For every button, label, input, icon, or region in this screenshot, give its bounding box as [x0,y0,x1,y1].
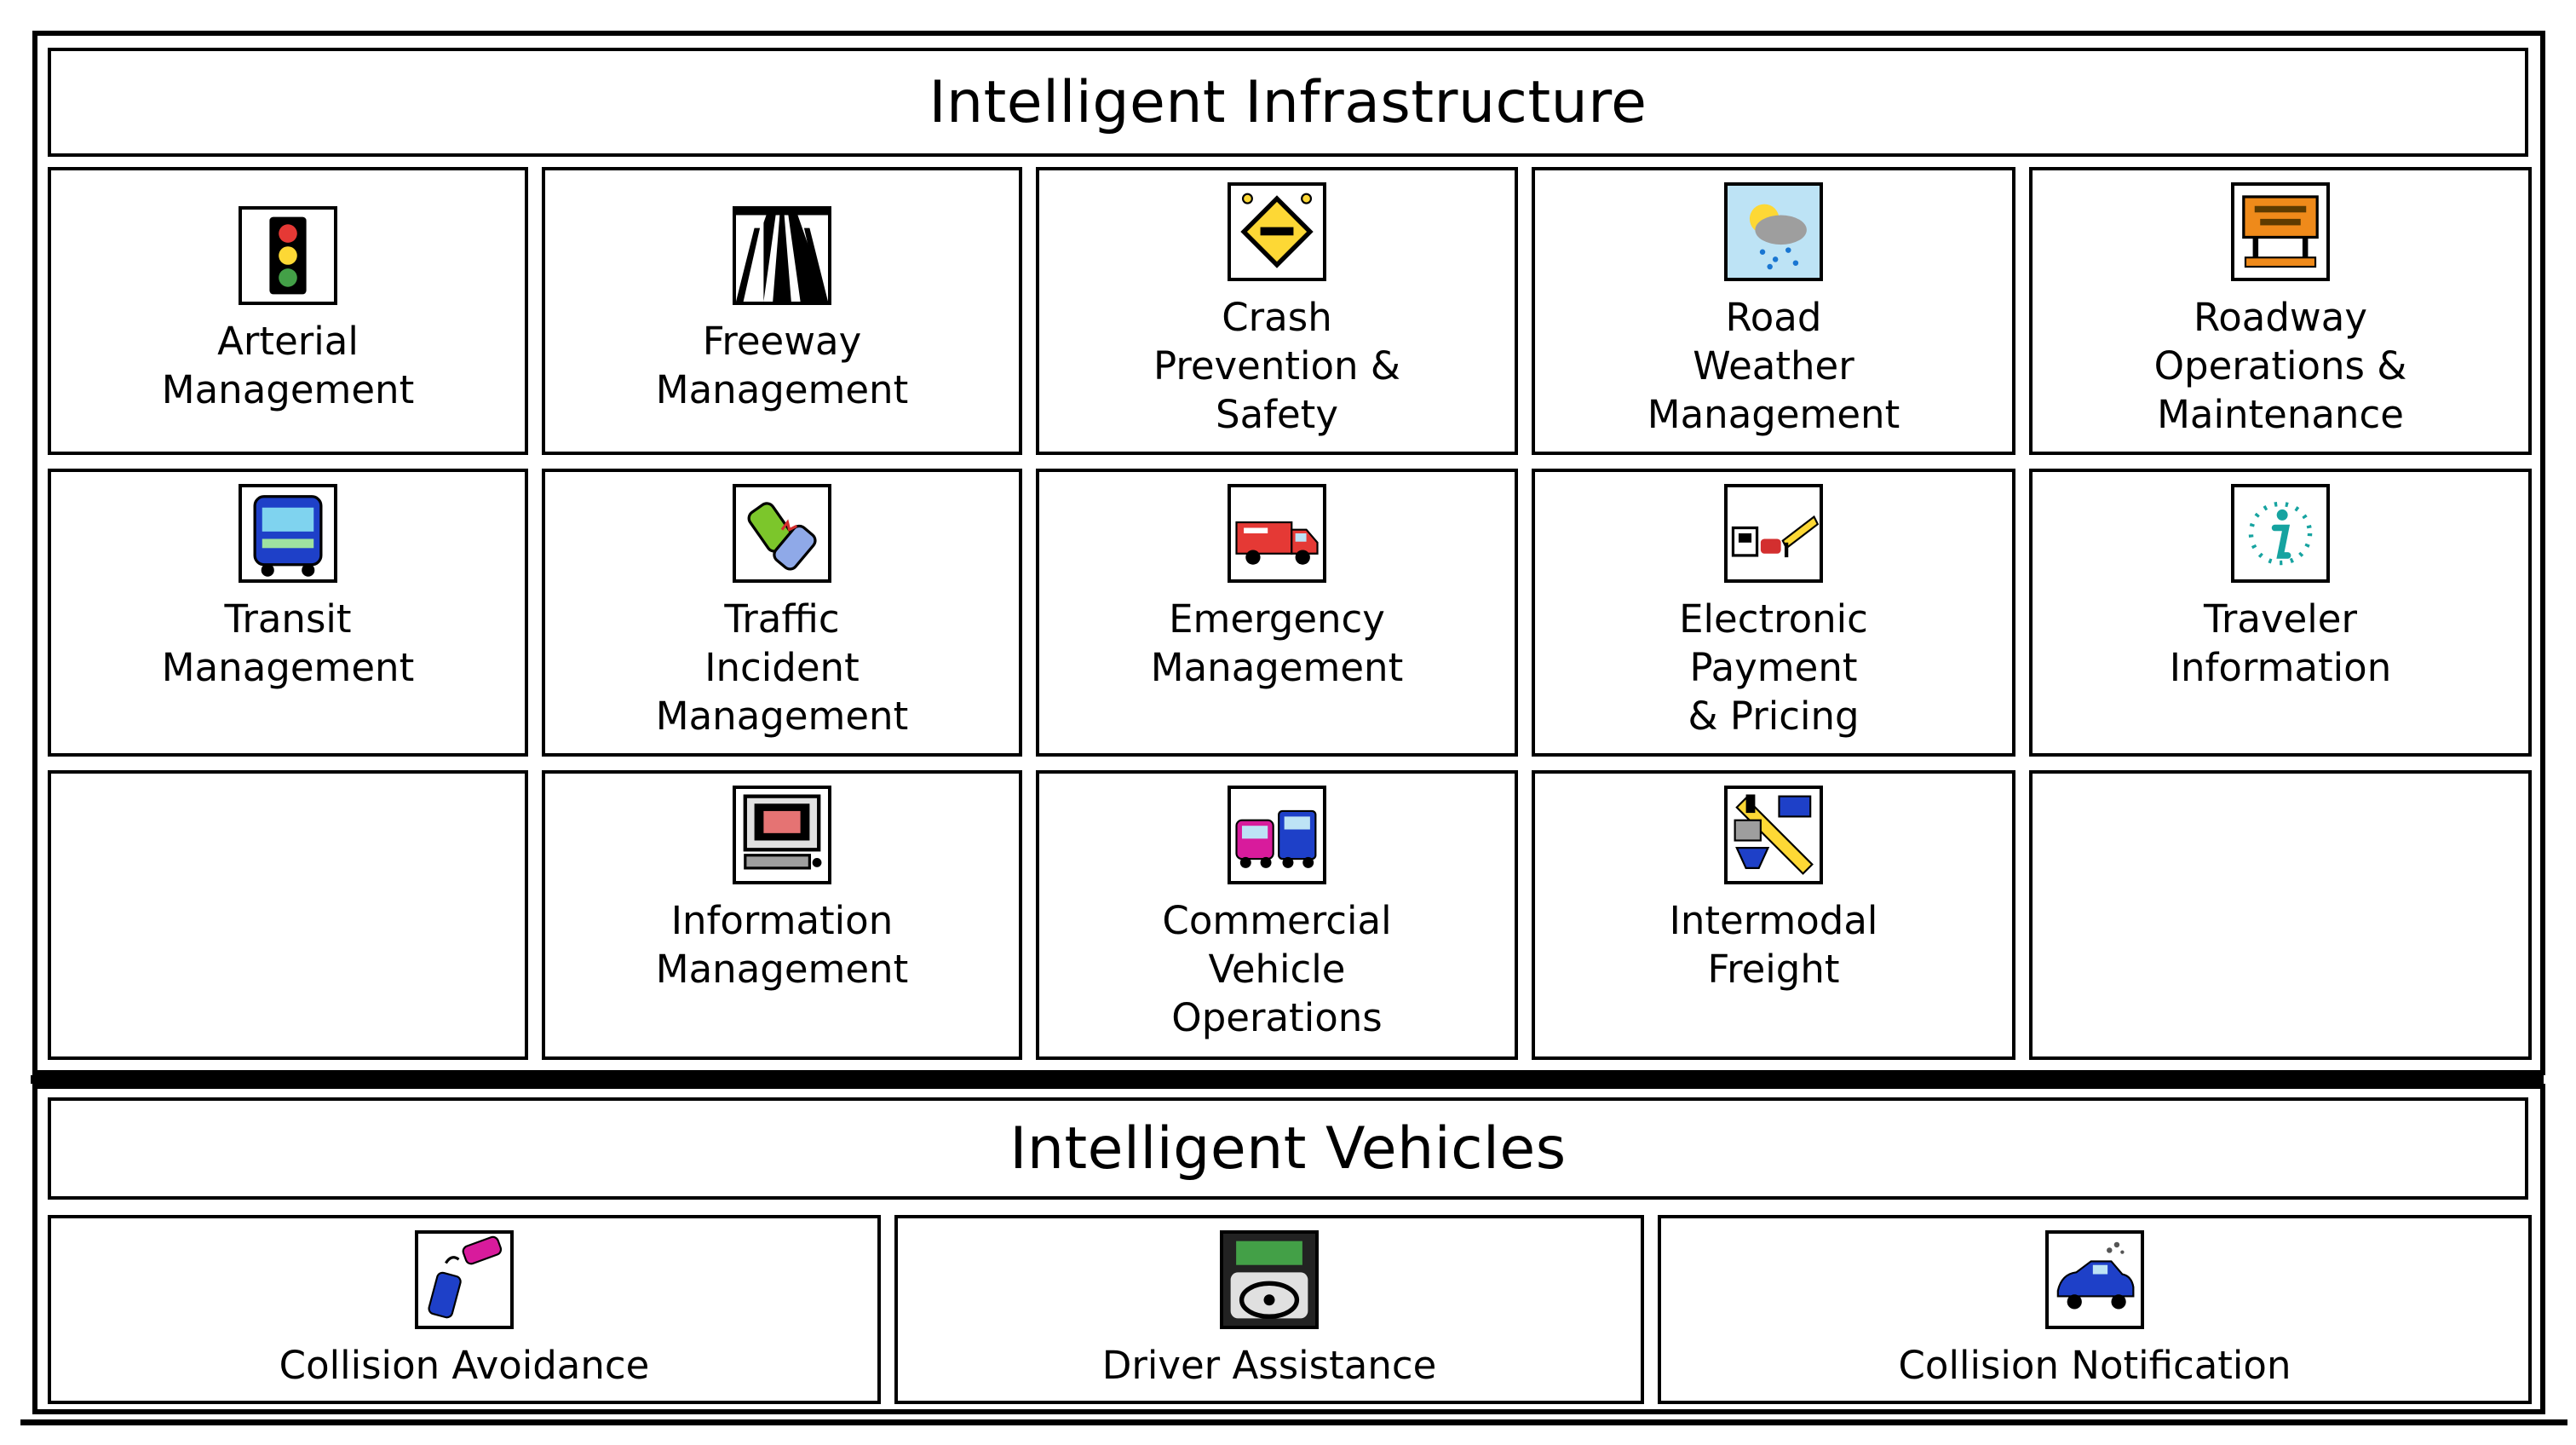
cell-label: Transit Management [161,596,415,690]
cell-label: Intermodal Freight [1669,898,1878,992]
cell-label: Crash Prevention & Safety [1153,295,1400,437]
cell-label: Information Management [655,898,909,992]
cell-label: Emergency Management [1150,596,1404,690]
computer-icon [733,786,831,884]
cell-commercial-vehicle-operations: Commercial Vehicle Operations [1036,770,1518,1060]
cell-driver-assistance: Driver Assistance [894,1215,1644,1404]
weather-icon [1724,182,1823,281]
traffic-light-icon [239,206,337,305]
cell-transit-management: Transit Management [48,469,528,757]
bus-icon [239,484,337,583]
collision-icon [415,1230,514,1329]
cell-label: Arterial Management [161,319,415,412]
cell-label: Road Weather Management [1647,295,1900,437]
cell-label: Traffic Incident Management [655,596,909,739]
cell-empty-right [2029,770,2532,1060]
cell-label: Electronic Payment & Pricing [1679,596,1868,739]
cell-electronic-payment: Electronic Payment & Pricing [1532,469,2015,757]
cell-intermodal-freight: Intermodal Freight [1532,770,2015,1060]
cell-label: Roadway Operations & Maintenance [2153,295,2407,437]
crashed-car-icon [2045,1230,2144,1329]
cell-road-weather-management: Road Weather Management [1532,167,2015,455]
cell-label: Freeway Management [655,319,909,412]
toll-booth-icon [1724,484,1823,583]
cell-label: Traveler Information [2169,596,2392,690]
cell-label: Collision Avoidance [279,1343,650,1388]
cell-emergency-management: Emergency Management [1036,469,1518,757]
work-zone-sign-icon [2231,182,2330,281]
warning-sign-icon [1228,182,1326,281]
cell-information-management: Information Management [542,770,1022,1060]
cell-collision-notification: Collision Notification [1658,1215,2532,1404]
cell-label: Collision Notification [1898,1343,2291,1388]
section-divider [31,1075,2544,1084]
intermodal-icon [1724,786,1823,884]
trucks-icon [1228,786,1326,884]
cell-traffic-incident-management: Traffic Incident Management [542,469,1022,757]
cell-crash-prevention: Crash Prevention & Safety [1036,167,1518,455]
cell-label: Commercial Vehicle Operations [1162,898,1392,1040]
dashboard-icon [1220,1230,1319,1329]
cell-label: Driver Assistance [1101,1343,1437,1388]
vehicles-title: Intelligent Vehicles [48,1097,2528,1200]
cell-empty-left [48,770,528,1060]
infrastructure-title: Intelligent Infrastructure [48,48,2528,157]
crashed-cars-icon [733,484,831,583]
cell-roadway-operations: Roadway Operations & Maintenance [2029,167,2532,455]
cell-traveler-information: Traveler Information [2029,469,2532,757]
info-icon [2231,484,2330,583]
emergency-vehicle-icon [1228,484,1326,583]
bottom-rule [20,1419,2567,1425]
cell-arterial-management: Arterial Management [48,167,528,455]
cell-freeway-management: Freeway Management [542,167,1022,455]
freeway-icon [733,206,831,305]
cell-collision-avoidance: Collision Avoidance [48,1215,881,1404]
